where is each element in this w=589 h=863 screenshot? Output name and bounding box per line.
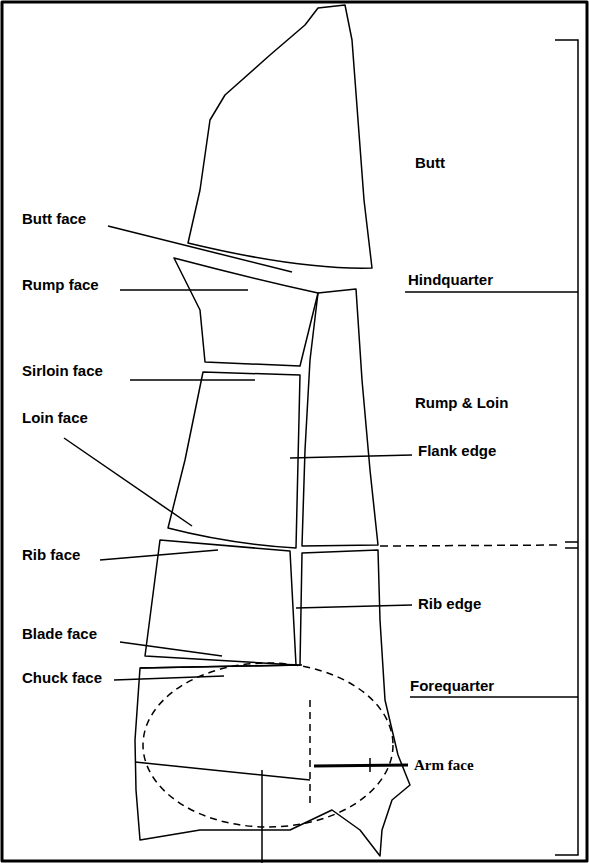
- leader-line: [100, 550, 218, 560]
- leader-line: [120, 642, 222, 656]
- chuck-face-line: [140, 665, 302, 668]
- bracket-line: [405, 291, 578, 293]
- part-label: Chuck face: [22, 669, 102, 687]
- part-label: Arm face: [414, 756, 474, 774]
- butt-cut: [188, 5, 372, 268]
- part-label: Rump & Loin: [415, 394, 508, 412]
- bottom-leader: [261, 770, 263, 863]
- tick: [369, 758, 371, 772]
- part-label: Rib face: [22, 546, 80, 564]
- part-label: Loin face: [22, 409, 88, 427]
- bracket-tick: [565, 542, 578, 548]
- flank-strip: [302, 289, 378, 546]
- arm-dashed-cut: [309, 700, 311, 805]
- part-label: Butt face: [22, 210, 86, 228]
- sirloin-loin-cut: [168, 372, 300, 548]
- bracket: [555, 40, 578, 855]
- forequarter-outline: [135, 550, 410, 856]
- leader-line: [314, 765, 408, 766]
- part-label: Blade face: [22, 625, 97, 643]
- leader-line: [108, 226, 292, 272]
- rib-cut: [145, 540, 296, 665]
- leader-line: [120, 289, 248, 291]
- part-label: Hindquarter: [408, 271, 493, 289]
- leader-line: [130, 379, 255, 381]
- leader-line: [64, 438, 192, 526]
- part-label: Rump face: [22, 276, 99, 294]
- part-label: Forequarter: [410, 677, 494, 695]
- part-label: Butt: [415, 154, 445, 172]
- bracket-line: [410, 696, 578, 698]
- leader-line: [296, 605, 412, 608]
- part-label: Rib edge: [418, 595, 481, 613]
- leader-line: [290, 455, 412, 458]
- part-label: Sirloin face: [22, 362, 103, 380]
- arm-outline: [143, 663, 393, 827]
- leader-line: [114, 676, 224, 680]
- rump-cut: [174, 258, 318, 366]
- arm-cut-line: [135, 762, 310, 780]
- division-line: [380, 545, 562, 546]
- part-label: Flank edge: [418, 442, 496, 460]
